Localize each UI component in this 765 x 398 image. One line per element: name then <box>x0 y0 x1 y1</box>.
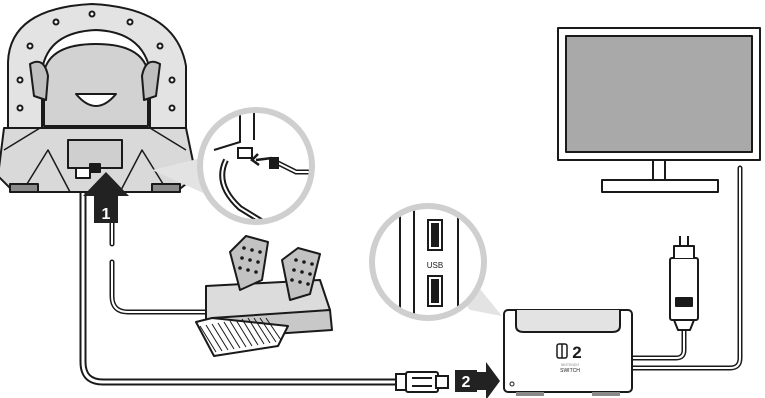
pedal-left <box>230 236 268 290</box>
step-1-number: 1 <box>102 206 111 223</box>
dock-logo-number: 2 <box>572 343 581 362</box>
pedal-cable <box>112 262 212 312</box>
usb-port-label: USB <box>427 261 443 270</box>
tv-stand <box>602 180 718 192</box>
switch-dock: 2 NINTENDO SWITCH <box>504 310 632 396</box>
wheel-hub <box>44 44 148 126</box>
step-2-number: 2 <box>462 374 471 391</box>
tv-screen <box>566 36 752 152</box>
right-arrow-icon <box>476 362 500 398</box>
adapter-brick <box>670 258 698 320</box>
dock-brand-switch: SWITCH <box>560 368 580 374</box>
pedals <box>196 236 332 356</box>
dock-led <box>510 382 514 386</box>
pedal-footrest <box>196 318 288 356</box>
usb-plug <box>396 372 448 392</box>
power-cable <box>632 326 684 358</box>
usb-port-callout: USB <box>372 206 502 320</box>
tv <box>558 28 760 192</box>
dock-brand-nintendo: NINTENDO <box>561 363 580 367</box>
step-2-indicator: 2 <box>455 362 500 398</box>
tv-neck <box>653 160 665 182</box>
racing-wheel <box>0 4 196 192</box>
power-adapter <box>670 236 698 330</box>
